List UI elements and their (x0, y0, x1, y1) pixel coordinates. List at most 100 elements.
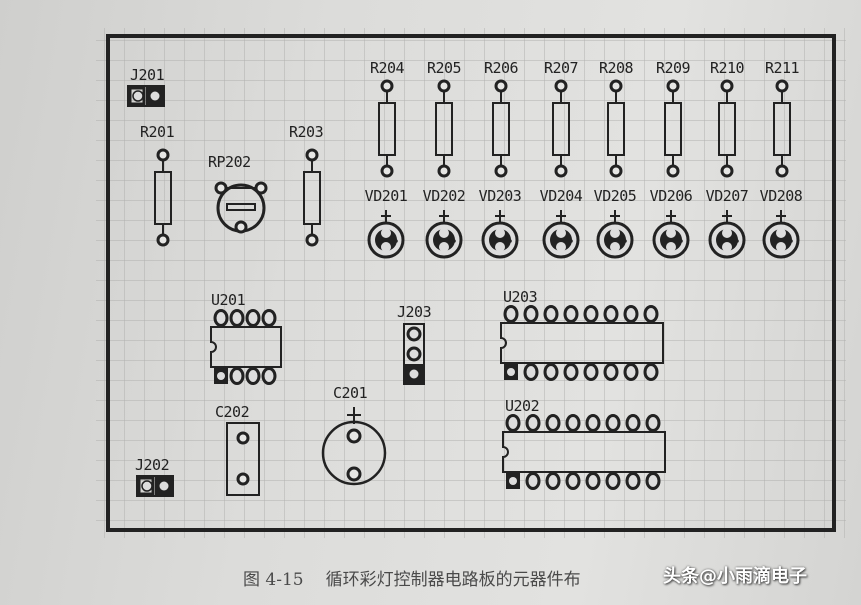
resistor-r204: R204 (370, 59, 405, 178)
component-label: VD204 (540, 187, 583, 205)
pad (229, 367, 245, 385)
pad (563, 305, 579, 323)
resistor-r205: R205 (427, 59, 462, 178)
pad (554, 79, 568, 93)
resistor-r201: R201 (140, 123, 175, 247)
pad (643, 363, 659, 381)
ic-u202: U202 (502, 397, 666, 490)
ic-body (500, 322, 664, 364)
board-outline (106, 34, 836, 532)
led-vd201: VD201 (365, 187, 408, 259)
figure-caption: 图 4-15 循环彩灯控制器电路板的元器件布 (243, 565, 581, 590)
led-vd202: VD202 (423, 187, 466, 259)
component-label: VD203 (479, 187, 522, 205)
component-label: U203 (503, 288, 537, 306)
pad (503, 305, 519, 323)
pad (213, 309, 229, 327)
ic-body (210, 326, 282, 368)
pad (720, 79, 734, 93)
component-label: R208 (599, 59, 634, 77)
pad (261, 309, 277, 327)
pad (525, 472, 541, 490)
pad (666, 79, 680, 93)
resistor-r209: R209 (656, 59, 691, 178)
caption-text: 循环彩灯控制器电路板的元器件布 (325, 570, 581, 590)
component-label: VD201 (365, 187, 408, 205)
pad (645, 414, 661, 432)
component-label: VD205 (594, 187, 637, 205)
ic-u201: U201 (210, 291, 282, 385)
component-label: R201 (140, 123, 175, 141)
component-label: R209 (656, 59, 691, 77)
pad (775, 164, 789, 178)
pad (609, 164, 623, 178)
pad (543, 305, 559, 323)
component-label: R207 (544, 59, 578, 77)
pad (585, 414, 601, 432)
component-label: VD206 (650, 187, 693, 205)
ic-u203: U203 (500, 288, 664, 381)
component-label: RP202 (208, 153, 251, 171)
pad (775, 79, 789, 93)
pad (585, 472, 601, 490)
pad (523, 363, 539, 381)
pad (437, 79, 451, 93)
pad (380, 164, 394, 178)
component-label: R205 (427, 59, 461, 77)
pad (305, 148, 319, 162)
pad (505, 414, 521, 432)
pad (236, 472, 250, 486)
pad (346, 428, 362, 444)
resistor-r206: R206 (484, 59, 519, 178)
pad (583, 305, 599, 323)
pad (234, 220, 248, 234)
component-label: R206 (484, 59, 519, 77)
pad (554, 164, 568, 178)
pad (545, 414, 561, 432)
pad (643, 305, 659, 323)
led-vd207: VD207 (706, 187, 749, 259)
potentiometer-rp202: RP202 (208, 153, 268, 234)
connector-j201: J201 (127, 66, 165, 107)
led-vd205: VD205 (594, 187, 637, 259)
led-vd208: VD208 (760, 187, 803, 259)
pad (543, 363, 559, 381)
pad (605, 472, 621, 490)
pad (623, 305, 639, 323)
component-label: U202 (505, 397, 539, 415)
connector-j203: J203 (397, 303, 432, 385)
capacitor-c201: C201 (321, 384, 387, 486)
pad (720, 164, 734, 178)
component-label: C202 (215, 403, 249, 421)
pad (156, 148, 170, 162)
pad (245, 309, 261, 327)
pad (645, 472, 661, 490)
pad (603, 363, 619, 381)
component-label: U201 (211, 291, 246, 309)
component-label: C201 (333, 384, 368, 402)
pad (565, 472, 581, 490)
pad (494, 164, 508, 178)
ic-body (502, 431, 666, 473)
pad (380, 79, 394, 93)
led-vd204: VD204 (540, 187, 583, 259)
resistor-r203: R203 (289, 123, 324, 247)
pad (603, 305, 619, 323)
pad (214, 181, 228, 195)
pad (623, 363, 639, 381)
component-label: R203 (289, 123, 323, 141)
pad (437, 164, 451, 178)
pad (236, 431, 250, 445)
led-vd206: VD206 (650, 187, 693, 259)
component-label: J201 (130, 66, 165, 84)
component-label: R204 (370, 59, 405, 77)
pad (565, 414, 581, 432)
caption-number: 图 4-15 (243, 570, 304, 590)
resistor-r210: R210 (710, 59, 745, 178)
resistor-r207: R207 (544, 59, 579, 178)
component-label: J202 (135, 456, 169, 474)
pad (245, 367, 261, 385)
component-label: J203 (397, 303, 431, 321)
